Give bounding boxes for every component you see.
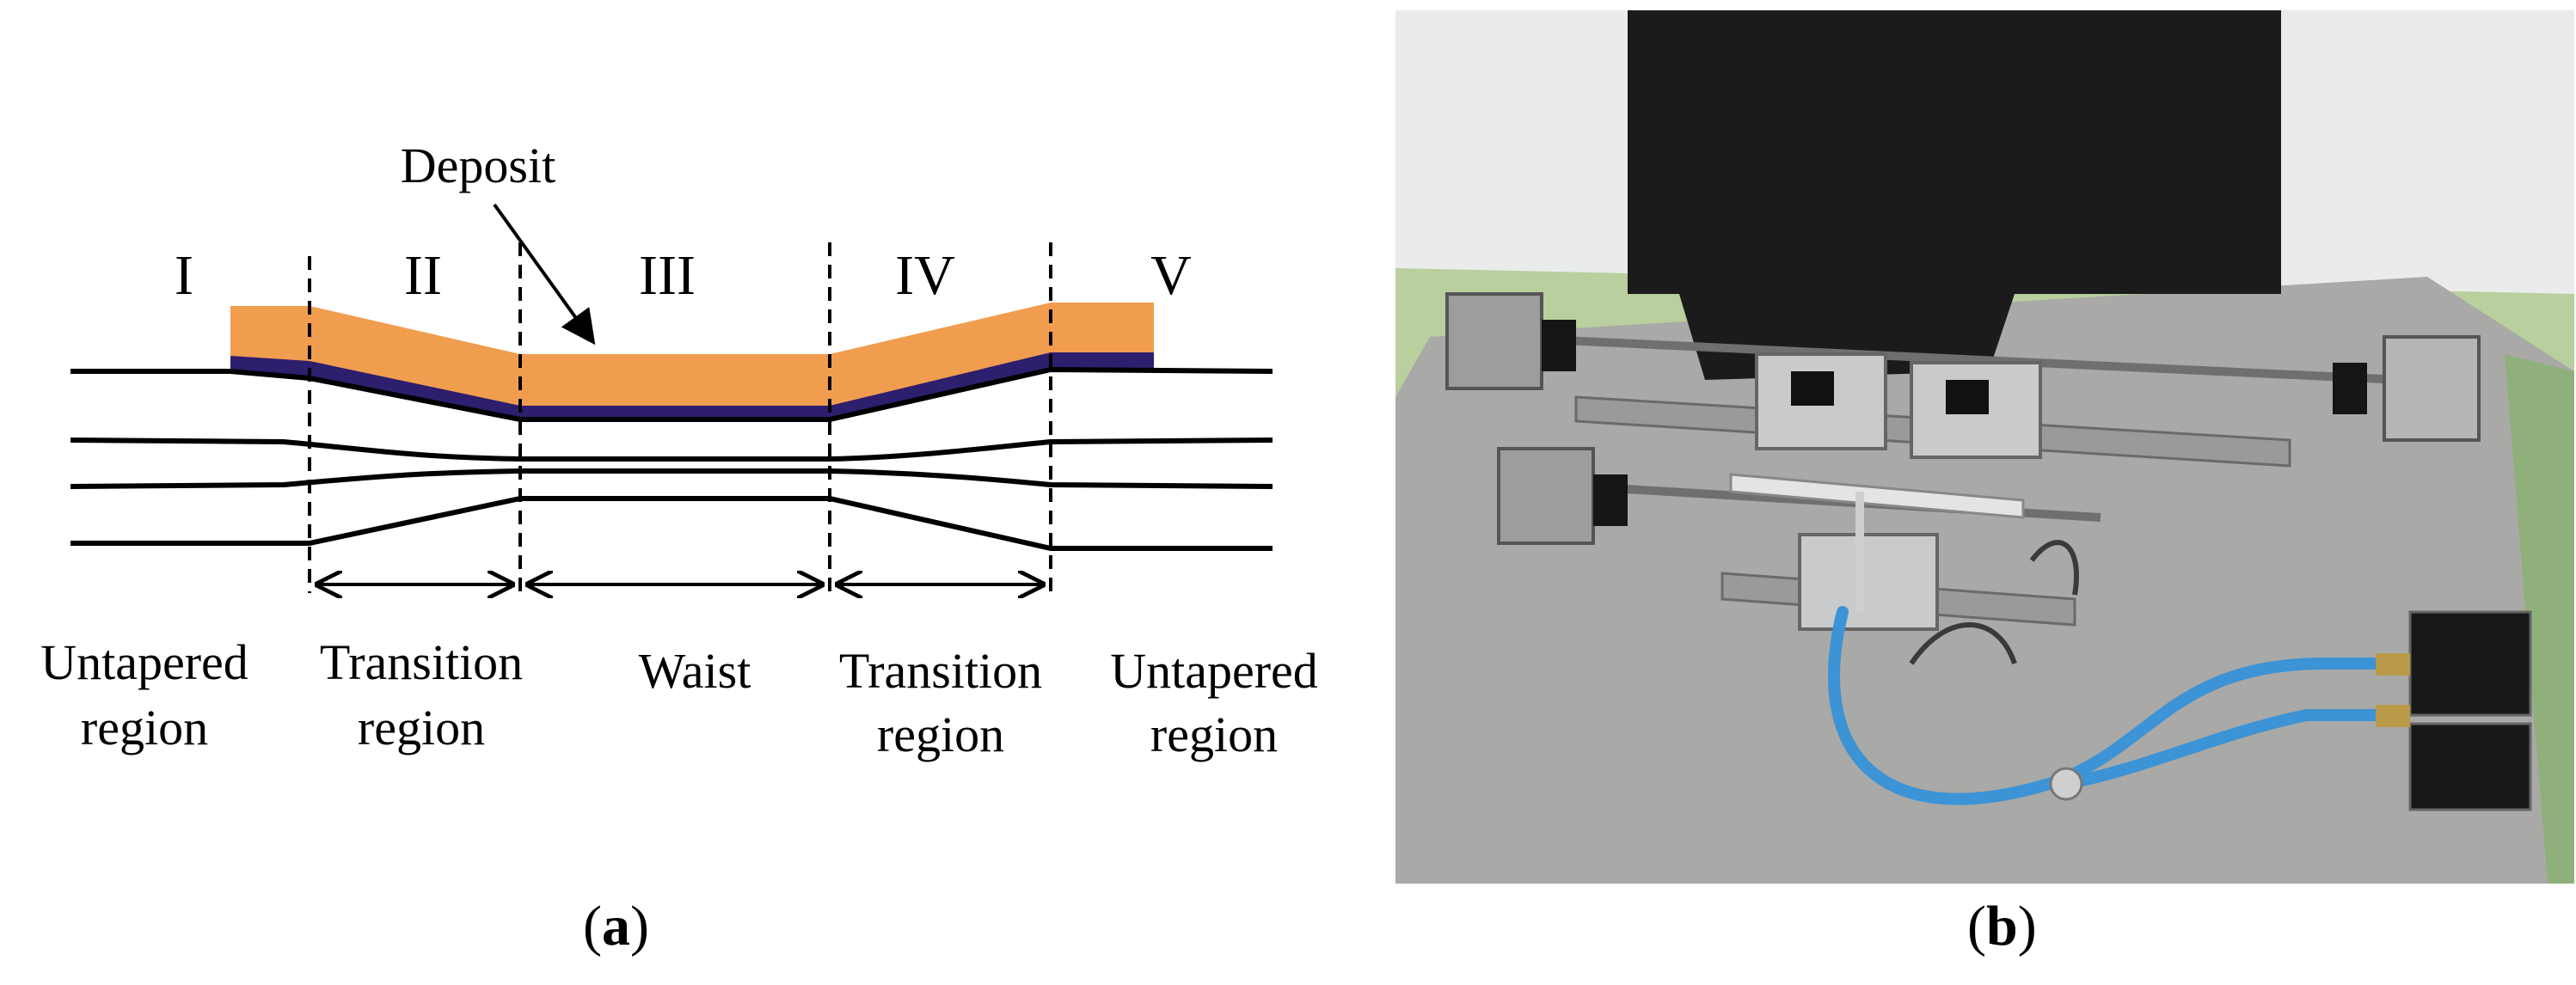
caption-waist: Waist xyxy=(639,643,751,699)
stepper-motor-right xyxy=(2383,335,2481,442)
bracket-bottom-left xyxy=(1593,474,1628,526)
stepper-motor-top-left xyxy=(1445,292,1543,390)
clamp-left xyxy=(1791,371,1834,406)
table-edge xyxy=(2505,354,2574,884)
burner-ruler xyxy=(1729,473,2025,519)
tapered-fiber-diagram: I II III IV V Deposit Untapered region T… xyxy=(40,138,1318,762)
caption-transition-left-line1: Transition xyxy=(320,634,523,690)
caption-untapered-left-line1: Untapered xyxy=(40,634,248,690)
stepper-motor-bottom-left xyxy=(1497,447,1595,545)
panel-label-b: (b) xyxy=(1967,895,2037,957)
deposit-coating xyxy=(230,303,1154,406)
caption-untapered-right-line1: Untapered xyxy=(1110,643,1318,699)
panel-label-a: (a) xyxy=(583,895,649,957)
fitting-lower xyxy=(2376,705,2410,727)
black-screen xyxy=(1628,10,2281,294)
region-numeral-1: I xyxy=(175,244,193,307)
bracket-right xyxy=(2333,363,2367,414)
tee-fitting xyxy=(2049,767,2083,801)
deposit-underlayer xyxy=(230,349,1154,421)
blue-tube-1 xyxy=(1828,606,2399,805)
fiber-bottom-line xyxy=(71,496,1273,551)
carriage-lower xyxy=(1798,533,1939,631)
valve-upper xyxy=(2408,610,2532,717)
fiber-core-upper-line xyxy=(70,437,1273,462)
caption-transition-right-line2: region xyxy=(877,707,1004,762)
fiber-top-line xyxy=(71,366,1273,422)
caption-untapered-left-line2: region xyxy=(81,700,208,756)
deposit-label: Deposit xyxy=(401,138,555,193)
region-numeral-2: II xyxy=(404,244,442,307)
upper-lead-screw xyxy=(1489,333,2402,384)
valve-lower xyxy=(2408,722,2532,811)
caption-transition-right-line1: Transition xyxy=(839,643,1042,699)
fitting-upper xyxy=(2376,653,2410,676)
apparatus-photo-drawing xyxy=(1395,10,2574,884)
caption-transition-left-line2: region xyxy=(358,700,485,756)
clamp-right xyxy=(1946,380,1989,414)
plate-writing xyxy=(1909,540,2079,665)
region-numeral-3: III xyxy=(639,244,696,307)
bracket-top-left xyxy=(1542,320,1576,371)
blue-tube-2 xyxy=(2060,709,2399,790)
region-numeral-4: IV xyxy=(895,244,955,307)
apparatus-photo xyxy=(1395,10,2574,884)
region-numeral-5: V xyxy=(1150,244,1192,307)
fiber-core-lower-line xyxy=(70,468,1273,489)
caption-untapered-right-line2: region xyxy=(1150,707,1278,762)
deposit-pointer-arrow xyxy=(493,203,596,346)
